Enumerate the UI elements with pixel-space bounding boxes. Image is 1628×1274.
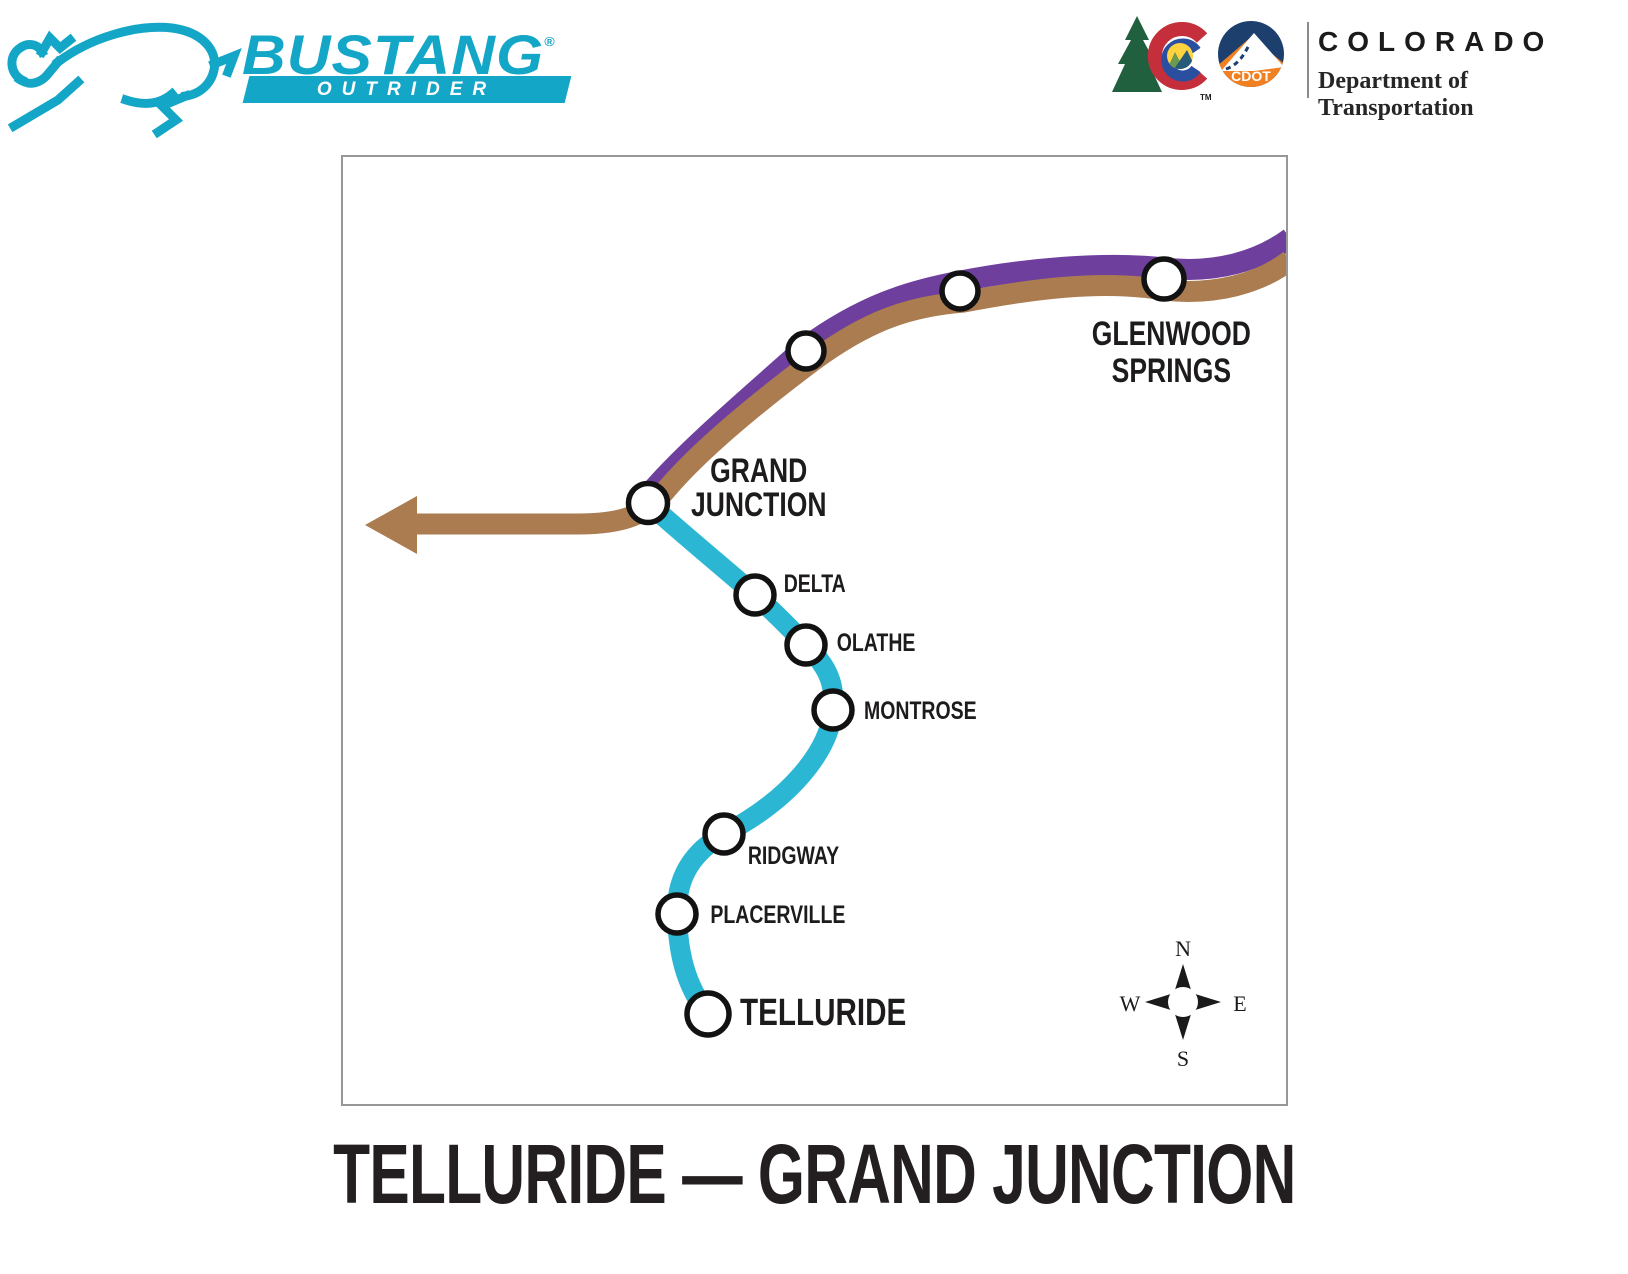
station-telluride (684, 990, 732, 1038)
route-title: TELLURIDE — GRAND JUNCTION (332, 1127, 1296, 1221)
label-telluride: TELLURIDE (740, 992, 906, 1034)
label-glenwood-line2: SPRINGS (1112, 352, 1231, 390)
station-grand-junction (625, 480, 671, 526)
station-placerville (655, 892, 699, 936)
station-glenwood-springs (1141, 256, 1187, 302)
label-montrose: MONTROSE (864, 697, 977, 725)
label-placerville: PLACERVILLE (710, 901, 845, 929)
department-name: Department of Transportation (1318, 68, 1474, 121)
colorado-cdot-header: TM ✈ CDOT COLORADO Department of Transpo… (1112, 10, 1624, 121)
tm-mark: TM (1200, 93, 1212, 102)
compass-rose-icon: N E S W (1120, 936, 1247, 1071)
registered-mark: ® (544, 34, 555, 49)
station-olathe (784, 623, 828, 667)
cdot-logo-icon: ✈ CDOT (1218, 21, 1284, 87)
route-map-canvas: GRAND JUNCTION GLENWOOD SPRINGS DELTA OL… (341, 155, 1288, 1106)
header-divider (1307, 22, 1309, 98)
bustang-wordmark: BUSTANG® (242, 23, 555, 86)
compass-south: S (1177, 1046, 1189, 1071)
outrider-label: OUTRIDER (317, 78, 497, 100)
compass-west: W (1120, 991, 1141, 1016)
label-olathe: OLATHE (837, 629, 916, 657)
cdot-badge-label: CDOT (1231, 68, 1271, 84)
bustang-outrider-logo: BUSTANG® OUTRIDER (6, 4, 586, 139)
station-ridgway (702, 812, 746, 856)
station-unnamed-1 (785, 330, 827, 372)
compass-north: N (1175, 936, 1191, 961)
station-delta (733, 573, 777, 617)
label-glenwood-line1: GLENWOOD (1092, 315, 1251, 353)
bustang-horse-icon (7, 22, 242, 139)
label-grand-junction-line2: JUNCTION (691, 486, 827, 524)
station-montrose (811, 688, 855, 732)
state-name: COLORADO (1318, 26, 1554, 57)
airplane-icon: ✈ (1266, 25, 1276, 39)
colorado-state-logo-icon: TM (1112, 16, 1212, 102)
label-delta: DELTA (784, 570, 846, 598)
compass-east: E (1233, 991, 1246, 1016)
outrider-band: OUTRIDER (242, 76, 572, 103)
label-grand-junction-line1: GRAND (710, 452, 807, 490)
label-ridgway: RIDGWAY (748, 842, 839, 870)
west-arrowhead-icon (365, 496, 417, 554)
station-unnamed-2 (939, 270, 981, 312)
